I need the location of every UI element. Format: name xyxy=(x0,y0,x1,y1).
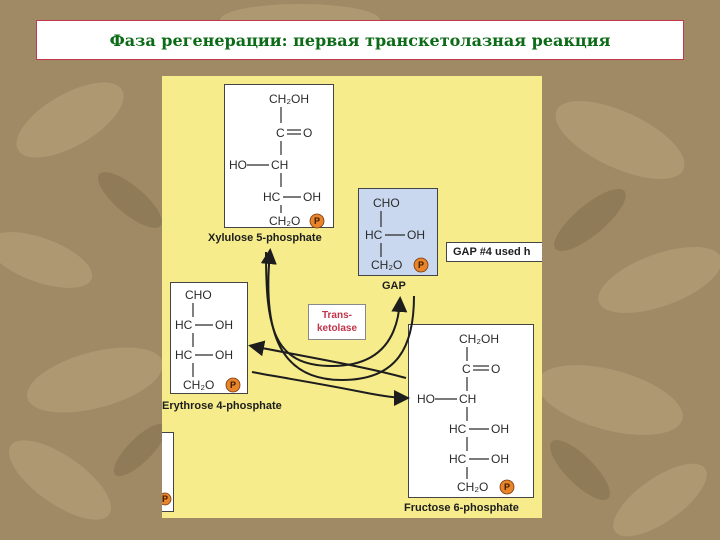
erythrose-label: Erythrose 4-phosphate xyxy=(162,400,282,412)
svg-text:OH: OH xyxy=(407,228,425,242)
phosphate-icon: P xyxy=(230,380,236,390)
phosphate-icon: P xyxy=(314,216,320,226)
slide-title: Фаза регенерации: первая транскетолазная… xyxy=(109,30,611,50)
svg-text:HC: HC xyxy=(449,422,467,436)
fructose-label: Fructose 6-phosphate xyxy=(404,502,519,514)
svg-text:HC: HC xyxy=(263,190,281,204)
transketolase-label: Trans-ketolase xyxy=(308,304,366,340)
svg-text:HC: HC xyxy=(175,348,193,362)
svg-text:CHO: CHO xyxy=(373,196,400,210)
svg-text:HO: HO xyxy=(417,392,435,406)
slide-title-box: Фаза регенерации: первая транскетолазная… xyxy=(36,20,684,60)
reaction-arrows xyxy=(248,248,415,406)
gap-structure: CHO HC OH CH₂O P xyxy=(358,188,438,276)
svg-text:CHO: CHO xyxy=(185,288,212,302)
gap-label: GAP xyxy=(382,280,406,292)
arrow-xylulose-to-gap xyxy=(265,251,408,368)
svg-text:CH: CH xyxy=(459,392,476,406)
reaction-diagram: CH₂OH C O HO CH HC OH CH₂O P Xylulose 5-… xyxy=(162,76,542,518)
phosphate-icon: P xyxy=(504,482,510,492)
svg-text:HC: HC xyxy=(175,318,193,332)
xylulose-structure: CH₂OH C O HO CH HC OH CH₂O P xyxy=(224,84,334,229)
svg-text:HC: HC xyxy=(449,452,467,466)
svg-text:HO: HO xyxy=(229,158,247,172)
arrow-fructose-to-erythrose xyxy=(248,340,407,379)
svg-text:CH₂OH: CH₂OH xyxy=(459,332,499,346)
svg-text:CH₂O: CH₂O xyxy=(457,480,488,494)
svg-text:OH: OH xyxy=(491,452,509,466)
atom: CH₂OH xyxy=(269,92,309,106)
svg-text:C: C xyxy=(276,126,285,140)
arrow-erythrose-to-fructose xyxy=(251,371,410,406)
gap-note: GAP #4 used h xyxy=(446,242,542,262)
svg-text:OH: OH xyxy=(215,348,233,362)
svg-text:CH₂O: CH₂O xyxy=(269,214,300,228)
svg-text:O: O xyxy=(303,126,312,140)
svg-text:P: P xyxy=(162,494,168,504)
svg-text:HC: HC xyxy=(365,228,383,242)
svg-text:C: C xyxy=(462,362,471,376)
svg-text:OH: OH xyxy=(215,318,233,332)
phosphate-icon: P xyxy=(418,260,424,270)
cropped-structure-fragment: P xyxy=(162,432,174,512)
svg-text:OH: OH xyxy=(303,190,321,204)
xylulose-label: Xylulose 5-phosphate xyxy=(208,232,322,244)
fructose-structure: CH₂OH C O HO CH HC OH HC OH CH₂O P xyxy=(408,324,534,498)
svg-text:CH₂O: CH₂O xyxy=(183,378,214,392)
svg-text:OH: OH xyxy=(491,422,509,436)
arrow-gap-to-xylulose xyxy=(260,248,415,382)
erythrose-structure: CHO HC OH HC OH CH₂O P xyxy=(170,282,248,394)
svg-text:CH: CH xyxy=(271,158,288,172)
svg-text:O: O xyxy=(491,362,500,376)
svg-text:CH₂O: CH₂O xyxy=(371,258,402,272)
